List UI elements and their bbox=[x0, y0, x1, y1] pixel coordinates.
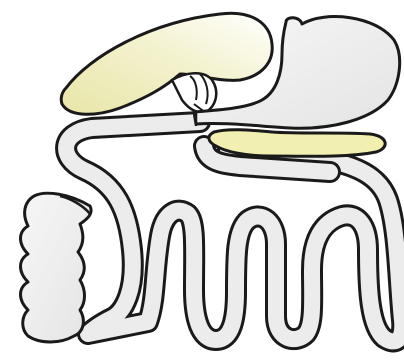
pancreas bbox=[209, 130, 385, 157]
liver bbox=[61, 13, 272, 114]
colon-segment bbox=[21, 193, 92, 342]
